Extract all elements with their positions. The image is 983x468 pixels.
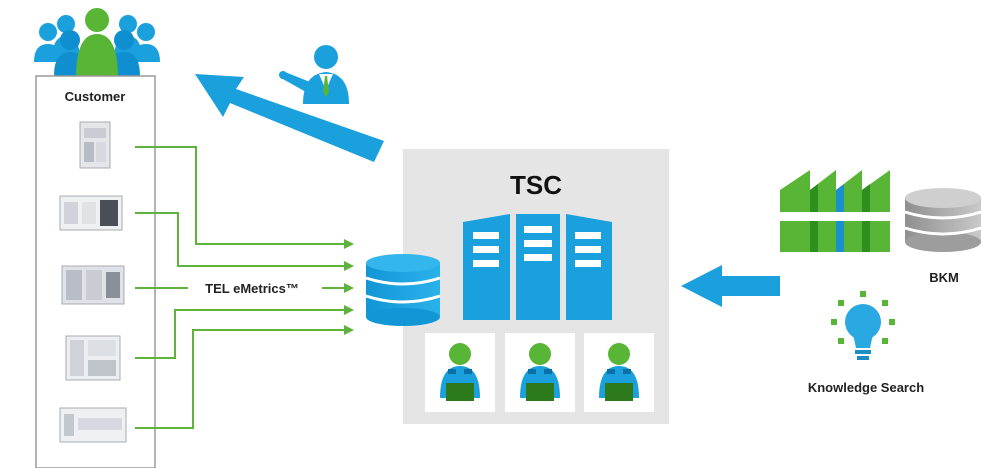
tool-1 <box>79 121 111 169</box>
engineer-icon <box>440 343 480 401</box>
knowledge-search-label: Knowledge Search <box>808 380 924 395</box>
feedback-arrow <box>195 74 384 162</box>
server-icon <box>463 214 612 320</box>
factory-icon <box>780 170 890 252</box>
customer-group-icon <box>34 8 160 78</box>
customer-label: Customer <box>65 89 126 104</box>
input-arrow <box>681 265 780 307</box>
service-person-icon <box>279 45 349 104</box>
engineer-card-3 <box>584 333 654 412</box>
tool-5 <box>59 407 127 443</box>
telemetrics-label: TEL eMetrics™ <box>205 281 299 296</box>
line-tool-1 <box>135 146 354 249</box>
tool-3 <box>61 265 125 305</box>
tsc-label: TSC <box>510 170 562 200</box>
database-icon <box>365 254 441 326</box>
telemetrics-label-bg <box>188 279 322 297</box>
bkm-label: BKM <box>929 270 959 285</box>
engineer-card-2 <box>505 333 575 412</box>
engineer-icon <box>520 343 560 401</box>
line-tool-4 <box>135 305 354 359</box>
line-tool-2 <box>135 212 354 271</box>
line-tool-5 <box>135 325 354 429</box>
engineer-icon <box>599 343 639 401</box>
engineer-card-1 <box>425 333 495 412</box>
tool-2 <box>59 195 123 231</box>
lightbulb-icon <box>831 291 895 360</box>
tool-4 <box>65 335 121 381</box>
bkm-database-icon <box>904 188 982 252</box>
data-lines <box>135 146 354 429</box>
